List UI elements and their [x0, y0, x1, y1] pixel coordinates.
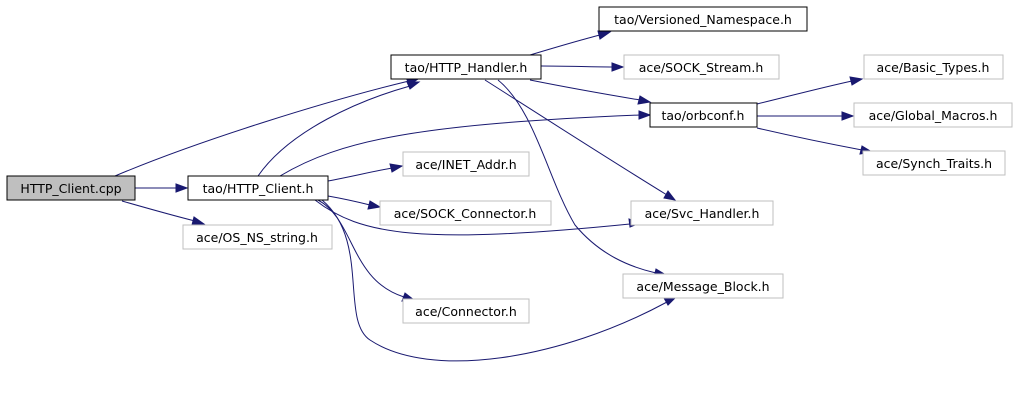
edge-cpp-to-os-ns-string-h	[121, 200, 206, 226]
node-ace-svc-handler-h[interactable]: ace/Svc_Handler.h	[630, 200, 774, 226]
node-tao-orbconf-h[interactable]: tao/orbconf.h	[649, 102, 758, 128]
edge-cpp-to-http-client-h	[135, 183, 189, 193]
node-label: ace/Connector.h	[415, 304, 517, 319]
node-label: ace/Basic_Types.h	[877, 60, 990, 75]
node-label: ace/Message_Block.h	[636, 279, 769, 294]
edge-http-client-h-to-sock-connector-h	[327, 195, 382, 210]
node-ace-message-block-h[interactable]: ace/Message_Block.h	[622, 273, 784, 299]
node-label: ace/Global_Macros.h	[869, 108, 998, 123]
node-label: ace/Svc_Handler.h	[645, 206, 760, 221]
node-label: tao/HTTP_Handler.h	[405, 60, 528, 75]
node-ace-basic-types-h[interactable]: ace/Basic_Types.h	[863, 54, 1004, 80]
edge-http-client-h-to-orbconf-h	[279, 110, 652, 177]
node-tao-http-handler-h[interactable]: tao/HTTP_Handler.h	[390, 54, 542, 80]
node-label: tao/orbconf.h	[662, 108, 745, 123]
edge-http-handler-h-to-versioned-namespace-h	[529, 30, 612, 56]
node-label: ace/Synch_Traits.h	[876, 156, 992, 171]
edge-orbconf-h-to-basic-types-h	[756, 76, 864, 105]
edge-orbconf-h-to-global-macros-h	[757, 111, 855, 121]
node-ace-inet-addr-h[interactable]: ace/INET_Addr.h	[402, 151, 530, 177]
edge-http-handler-h-to-svc-handler-h	[484, 79, 677, 201]
node-ace-os-ns-string-h[interactable]: ace/OS_NS_string.h	[182, 224, 333, 250]
node-label: ace/SOCK_Connector.h	[394, 206, 537, 221]
node-label: HTTP_Client.cpp	[20, 181, 121, 196]
node-ace-sock-stream-h[interactable]: ace/SOCK_Stream.h	[623, 54, 780, 80]
edge-http-handler-h-to-orbconf-h	[529, 79, 652, 105]
node-label: ace/OS_NS_string.h	[196, 230, 318, 245]
edge-http-client-h-to-http-handler-h	[257, 81, 421, 177]
node-label: ace/INET_Addr.h	[415, 157, 516, 172]
node-tao-versioned-namespace-h[interactable]: tao/Versioned_Namespace.h	[598, 6, 808, 32]
edge-http-client-h-to-inet-addr-h	[327, 163, 404, 182]
node-ace-connector-h[interactable]: ace/Connector.h	[402, 298, 530, 324]
node-ace-sock-connector-h[interactable]: ace/SOCK_Connector.h	[379, 200, 552, 226]
node-label: ace/SOCK_Stream.h	[639, 60, 764, 75]
node-label: tao/HTTP_Client.h	[203, 181, 314, 196]
edge-orbconf-h-to-synch-traits-h	[756, 127, 874, 155]
edge-http-handler-h-to-sock-stream-h	[540, 62, 625, 72]
edges	[114, 30, 874, 362]
node-tao-http-client-h[interactable]: tao/HTTP_Client.h	[187, 175, 329, 201]
node-ace-synch-traits-h[interactable]: ace/Synch_Traits.h	[862, 150, 1006, 176]
node-ace-global-macros-h[interactable]: ace/Global_Macros.h	[853, 102, 1013, 128]
node-label: tao/Versioned_Namespace.h	[614, 12, 792, 27]
edge-cpp-to-http-handler-h	[114, 76, 420, 177]
nodes: HTTP_Client.cpp tao/HTTP_Client.h ace/OS…	[6, 6, 1013, 324]
node-http-client-cpp[interactable]: HTTP_Client.cpp	[6, 175, 136, 201]
